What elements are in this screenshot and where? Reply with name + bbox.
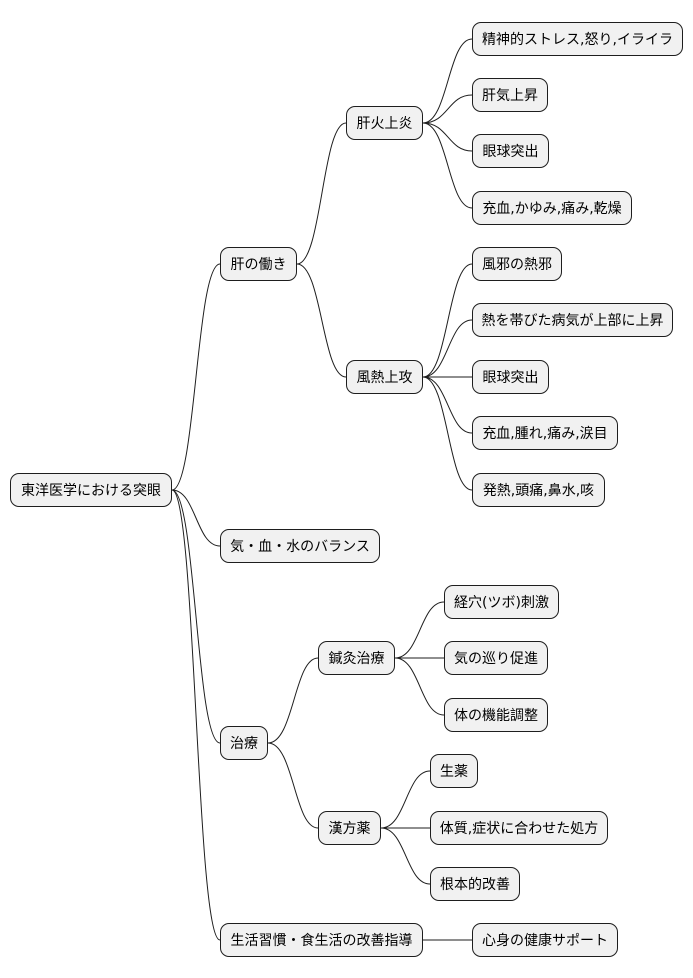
leaf-mind-body-support[interactable]: 心身の健康サポート xyxy=(472,923,618,957)
link-liver-fuunetsu xyxy=(296,263,347,378)
link-root-lifestyle xyxy=(171,489,221,941)
leaf-liver-qi-rise[interactable]: 肝気上昇 xyxy=(472,78,548,112)
leaf-heat-disease-rise[interactable]: 熱を帯びた病気が上部に上昇 xyxy=(472,303,673,337)
root-node[interactable]: 東洋医学における突眼 xyxy=(10,473,172,507)
link-root-balance xyxy=(171,489,221,547)
link-acu-3 xyxy=(394,657,445,716)
node-fuunetsu-joko[interactable]: 風熱上攻 xyxy=(346,360,423,394)
leaf-stress-anger[interactable]: 精神的ストレス,怒り,イライラ xyxy=(472,22,683,56)
link-kampo-1 xyxy=(380,770,431,829)
link-root-liver xyxy=(171,263,221,491)
leaf-root-improvement[interactable]: 根本的改善 xyxy=(430,867,520,901)
link-fuunetsu-1 xyxy=(422,263,473,378)
branch-liver-function[interactable]: 肝の働き xyxy=(220,247,297,281)
leaf-exophthalmos-1[interactable]: 眼球突出 xyxy=(472,134,549,168)
link-kampo-3 xyxy=(380,827,431,885)
leaf-body-function-adjust[interactable]: 体の機能調整 xyxy=(444,698,548,732)
link-treatment-kampo xyxy=(267,742,319,829)
leaf-crude-drugs[interactable]: 生薬 xyxy=(430,754,478,788)
leaf-fever-headache-cough[interactable]: 発熱,頭痛,鼻水,咳 xyxy=(472,473,605,507)
leaf-exophthalmos-2[interactable]: 眼球突出 xyxy=(472,360,549,394)
leaf-wind-heat-evil[interactable]: 風邪の熱邪 xyxy=(472,247,562,281)
leaf-qi-circulation[interactable]: 気の巡り促進 xyxy=(444,641,548,675)
node-kanka-joen[interactable]: 肝火上炎 xyxy=(346,106,423,140)
branch-qi-blood-water-balance[interactable]: 気・血・水のバランス xyxy=(220,529,380,563)
link-treatment-acu xyxy=(267,657,319,744)
link-kanka-2 xyxy=(422,94,473,124)
link-root-treatment xyxy=(171,489,221,744)
node-acupuncture[interactable]: 鍼灸治療 xyxy=(318,641,395,675)
leaf-acupoint-stimulation[interactable]: 経穴(ツボ)刺激 xyxy=(444,585,559,619)
leaf-redness-itch-dry[interactable]: 充血,かゆみ,痛み,乾燥 xyxy=(472,191,632,225)
link-fuunetsu-5 xyxy=(422,376,473,491)
link-kanka-3 xyxy=(422,122,473,152)
branch-lifestyle-guidance[interactable]: 生活習慣・食生活の改善指導 xyxy=(220,923,423,957)
link-acu-1 xyxy=(394,601,445,659)
link-liver-kanka xyxy=(296,122,347,265)
node-kampo[interactable]: 漢方薬 xyxy=(318,811,381,845)
leaf-tailored-prescription[interactable]: 体質,症状に合わせた処方 xyxy=(430,811,608,845)
link-fuunetsu-2 xyxy=(422,319,473,378)
link-fuunetsu-4 xyxy=(422,376,473,434)
branch-treatment[interactable]: 治療 xyxy=(220,726,268,760)
leaf-redness-swelling-tears[interactable]: 充血,腫れ,痛み,涙目 xyxy=(472,416,618,450)
link-kanka-4 xyxy=(422,122,473,209)
link-kanka-1 xyxy=(422,38,473,124)
